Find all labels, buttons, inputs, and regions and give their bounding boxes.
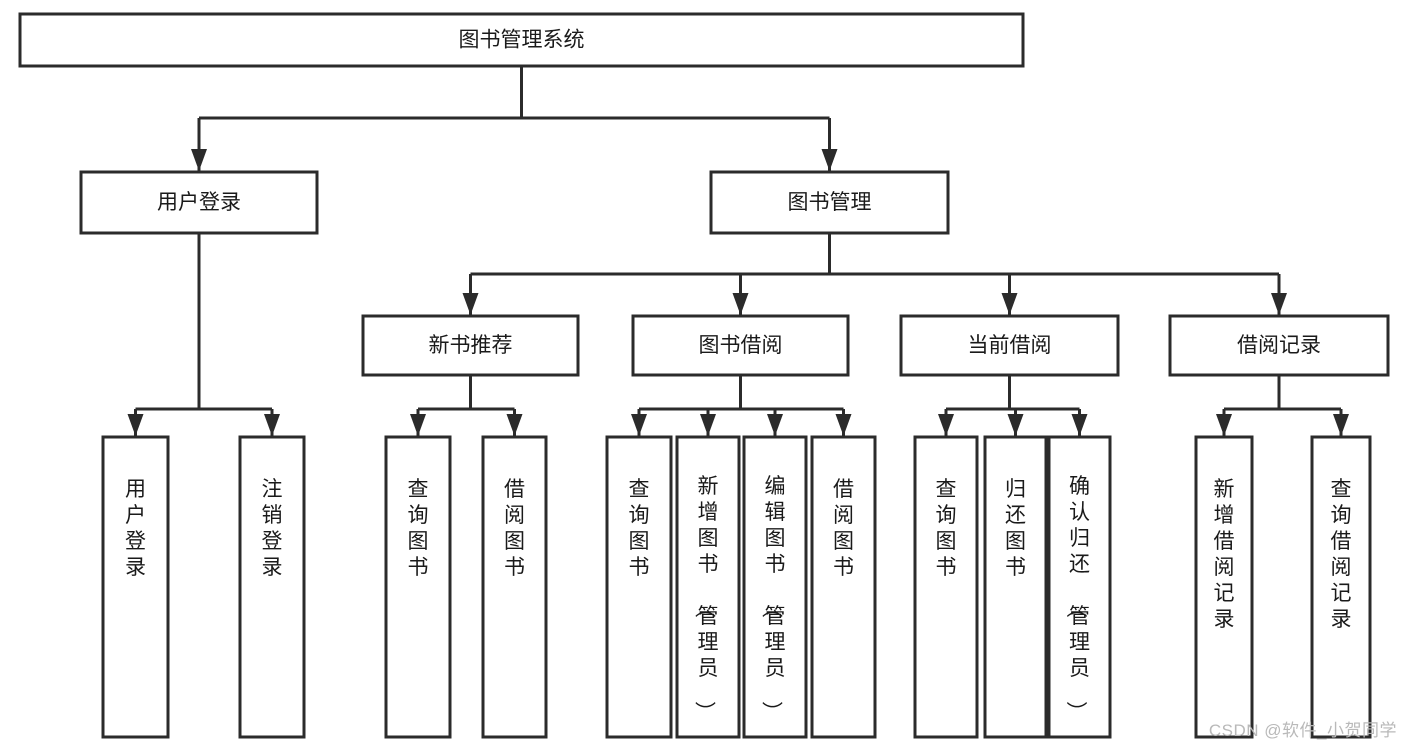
arrow-head-icon [700, 414, 716, 436]
connector-group-user-login [127, 233, 280, 436]
node-label-leaf-query-book-2: 查询图书 [629, 478, 650, 579]
node-box-new-book-rec [361, 314, 580, 377]
node-leaf-logout[interactable]: 注销登录 [238, 435, 306, 739]
node-box-leaf-query-book-3 [913, 435, 979, 739]
node-leaf-query-record[interactable]: 查询借阅记录 [1310, 435, 1372, 739]
node-label-new-book-rec: 新书推荐 [429, 334, 513, 357]
node-box-book-manage [709, 170, 950, 235]
connector-group-current-borrow [938, 375, 1088, 436]
node-box-borrow-record [1168, 314, 1390, 377]
node-book-borrow[interactable]: 图书借阅 [631, 314, 850, 377]
connector-layer [127, 66, 1349, 436]
node-label-leaf-confirm-return: 确认归还（管理员） [1064, 475, 1090, 722]
node-box-leaf-borrow-book-2 [810, 435, 877, 739]
node-label-user-login: 用户登录 [157, 191, 241, 214]
arrow-head-icon [631, 414, 647, 436]
node-label-leaf-add-book: 新增图书（管理员） [693, 475, 719, 722]
node-leaf-add-record[interactable]: 新增借阅记录 [1194, 435, 1254, 739]
node-box-leaf-confirm-return [1047, 435, 1112, 739]
node-label-book-borrow: 图书借阅 [699, 334, 783, 357]
arrow-head-icon [410, 414, 426, 436]
node-leaf-borrow-book-2[interactable]: 借阅图书 [810, 435, 877, 739]
node-leaf-return-book[interactable]: 归还图书 [983, 435, 1048, 739]
node-leaf-edit-book[interactable]: 编辑图书（管理员） [742, 435, 808, 739]
node-new-book-rec[interactable]: 新书推荐 [361, 314, 580, 377]
arrow-head-icon [1216, 414, 1232, 436]
node-label-leaf-add-record: 新增借阅记录 [1214, 478, 1235, 631]
node-current-borrow[interactable]: 当前借阅 [899, 314, 1120, 377]
node-root[interactable]: 图书管理系统 [18, 12, 1025, 68]
connector-group-root [191, 66, 838, 171]
node-box-leaf-return-book [983, 435, 1048, 739]
node-book-manage[interactable]: 图书管理 [709, 170, 950, 235]
node-user-login[interactable]: 用户登录 [79, 170, 319, 235]
node-label-leaf-edit-book: 编辑图书（管理员） [760, 475, 786, 722]
node-box-leaf-query-record [1310, 435, 1372, 739]
node-leaf-add-book[interactable]: 新增图书（管理员） [675, 435, 741, 739]
node-box-leaf-logout [238, 435, 306, 739]
node-leaf-query-book-2[interactable]: 查询图书 [605, 435, 673, 739]
arrow-head-icon [938, 414, 954, 436]
node-box-leaf-user-login [101, 435, 170, 739]
node-leaf-user-login[interactable]: 用户登录 [101, 435, 170, 739]
connector-group-new-book-rec [410, 375, 523, 436]
node-box-leaf-edit-book [742, 435, 808, 739]
connector-group-book-manage [462, 233, 1287, 315]
node-leaf-borrow-book-1[interactable]: 借阅图书 [481, 435, 548, 739]
arrow-head-icon [1071, 414, 1088, 436]
node-label-root: 图书管理系统 [459, 29, 585, 52]
arrow-head-icon [1333, 414, 1349, 436]
node-box-leaf-add-record [1194, 435, 1254, 739]
arrow-head-icon [1007, 414, 1024, 436]
node-layer: 图书管理系统用户登录图书管理新书推荐图书借阅当前借阅借阅记录用户登录注销登录查询… [18, 12, 1390, 739]
node-label-current-borrow: 当前借阅 [968, 334, 1052, 357]
node-box-leaf-query-book-1 [384, 435, 452, 739]
node-box-leaf-query-book-2 [605, 435, 673, 739]
node-box-book-borrow [631, 314, 850, 377]
node-leaf-query-book-1[interactable]: 查询图书 [384, 435, 452, 739]
connector-group-book-borrow [631, 375, 852, 436]
node-label-book-manage: 图书管理 [788, 191, 872, 214]
node-box-root [18, 12, 1025, 68]
arrow-head-icon [264, 414, 280, 436]
arrow-head-icon [835, 414, 852, 436]
node-label-leaf-logout: 注销登录 [262, 478, 283, 579]
arrow-head-icon [191, 149, 207, 171]
connector-group-borrow-record [1216, 375, 1349, 436]
node-label-leaf-query-book-3: 查询图书 [936, 478, 957, 579]
node-label-leaf-query-record: 查询借阅记录 [1331, 478, 1352, 631]
arrow-head-icon [506, 414, 523, 436]
node-label-leaf-user-login: 用户登录 [125, 478, 146, 579]
node-label-borrow-record: 借阅记录 [1237, 334, 1321, 357]
node-box-leaf-borrow-book-1 [481, 435, 548, 739]
arrow-head-icon [732, 293, 749, 315]
node-box-current-borrow [899, 314, 1120, 377]
node-label-leaf-borrow-book-2: 借阅图书 [833, 478, 854, 579]
node-leaf-query-book-3[interactable]: 查询图书 [913, 435, 979, 739]
arrow-head-icon [462, 293, 479, 315]
node-box-user-login [79, 170, 319, 235]
node-borrow-record[interactable]: 借阅记录 [1168, 314, 1390, 377]
node-label-leaf-borrow-book-1: 借阅图书 [504, 478, 525, 579]
node-label-leaf-return-book: 归还图书 [1005, 478, 1026, 579]
arrow-head-icon [821, 149, 838, 171]
node-leaf-confirm-return[interactable]: 确认归还（管理员） [1047, 435, 1112, 739]
arrow-head-icon [127, 414, 144, 436]
node-label-leaf-query-book-1: 查询图书 [408, 478, 429, 579]
node-box-leaf-add-book [675, 435, 741, 739]
arrow-head-icon [767, 414, 783, 436]
arrow-head-icon [1001, 293, 1018, 315]
arrow-head-icon [1271, 293, 1287, 315]
